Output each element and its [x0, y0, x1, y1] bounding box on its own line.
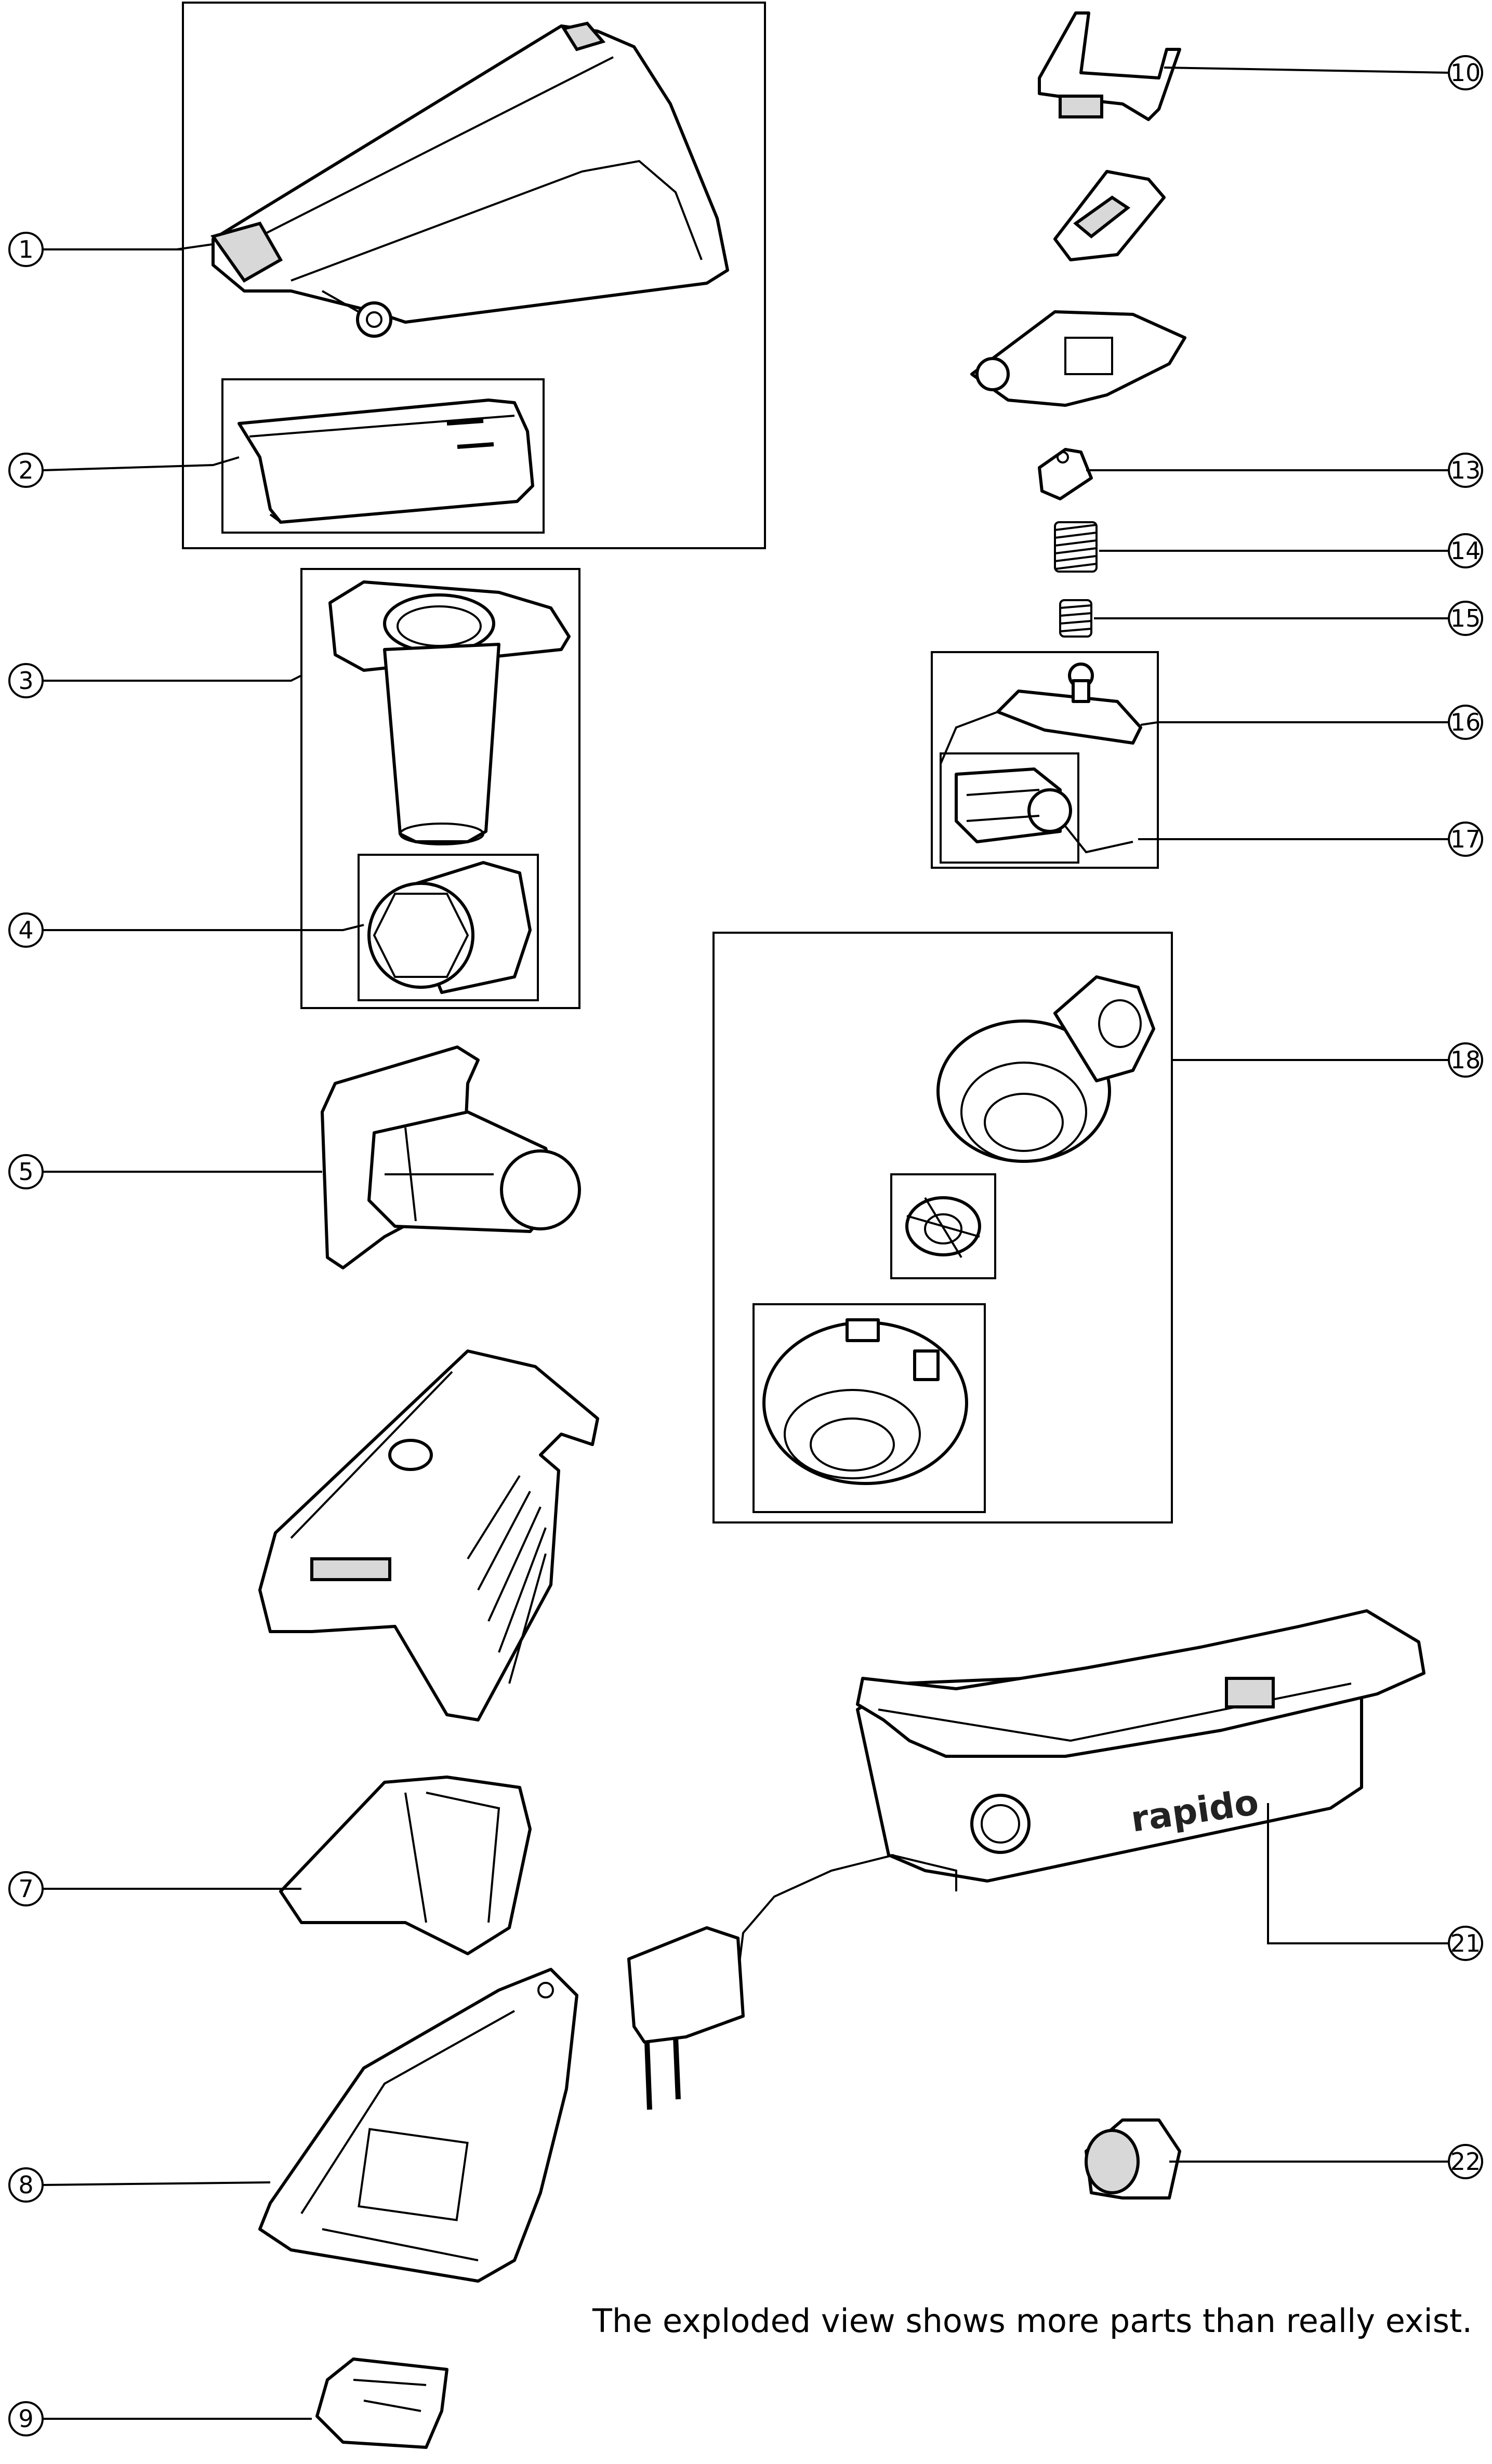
group-box-1 — [182, 2, 766, 549]
power-adapter — [627, 1854, 894, 2110]
callout-2: 2 — [8, 453, 44, 488]
group-box-4 — [358, 854, 539, 1001]
svg-text:9: 9 — [18, 2405, 33, 2433]
callout-22: 22 — [1448, 2144, 1483, 2179]
callout-21: 21 — [1448, 1926, 1483, 1961]
callout-7: 7 — [8, 1871, 44, 1906]
svg-text:22: 22 — [1450, 2148, 1481, 2176]
leader-2 — [42, 456, 240, 471]
group-box-18 — [712, 932, 1173, 1524]
leader-4 — [43, 924, 364, 931]
callout-5: 5 — [8, 1154, 44, 1189]
callout-10: 10 — [1448, 55, 1483, 90]
group-box-18-housing — [752, 1303, 986, 1513]
svg-text:10: 10 — [1450, 59, 1481, 87]
part-7-filter-holder — [279, 1776, 532, 1955]
group-box-3 — [300, 568, 580, 1009]
callout-1: 1 — [8, 232, 44, 267]
callout-8: 8 — [8, 2167, 44, 2203]
svg-text:17: 17 — [1450, 825, 1481, 853]
svg-text:7: 7 — [18, 1875, 33, 1903]
callout-18: 18 — [1448, 1042, 1483, 1078]
part-18-motor — [936, 975, 1155, 1163]
part-1-upper-housing — [210, 21, 729, 338]
part-16-switch-board — [940, 663, 1142, 764]
group-box-16 — [931, 651, 1159, 869]
part-9-clip — [315, 2357, 448, 2449]
part-18-fan — [905, 1196, 981, 1259]
leader-16 — [1140, 721, 1450, 726]
callout-14: 14 — [1448, 533, 1483, 568]
part-15-spring-small — [1059, 599, 1092, 638]
part-18-motor-housing — [762, 1318, 968, 1485]
part-2-battery-cover — [237, 399, 534, 524]
svg-text:1: 1 — [18, 235, 33, 263]
svg-text:21: 21 — [1450, 1929, 1481, 1957]
svg-text:15: 15 — [1450, 604, 1481, 632]
svg-text:13: 13 — [1450, 456, 1481, 484]
leader-21 — [1267, 1803, 1450, 1944]
leader-8 — [42, 2181, 271, 2186]
part-10-bracket — [1038, 11, 1181, 121]
svg-text:5: 5 — [18, 1158, 33, 1186]
svg-text:2: 2 — [18, 456, 33, 484]
group-box-18-fan — [890, 1173, 996, 1279]
callout-4: 4 — [8, 912, 44, 948]
svg-text:8: 8 — [18, 2171, 33, 2199]
callout-16: 16 — [1448, 705, 1483, 740]
callout-15: 15 — [1448, 601, 1483, 636]
part-5-filter-assembly — [321, 1045, 581, 1269]
part-11-switch-slider — [1053, 170, 1166, 261]
callout-17: 17 — [1448, 822, 1483, 857]
part-12-switch-frame — [970, 310, 1186, 407]
svg-text:16: 16 — [1450, 708, 1481, 736]
part-22-wheel-module — [1085, 2118, 1181, 2200]
svg-text:14: 14 — [1450, 537, 1481, 565]
part-21-charging-base: rapido — [856, 1609, 1425, 1891]
svg-text:4: 4 — [18, 916, 33, 944]
svg-text:18: 18 — [1450, 1046, 1481, 1074]
part-6-mid-housing — [258, 1349, 599, 1721]
svg-text:3: 3 — [18, 667, 33, 695]
callout-9: 9 — [8, 2401, 44, 2436]
part-4-filter-cylinder — [367, 861, 532, 994]
callout-13: 13 — [1448, 453, 1483, 488]
group-box-2 — [221, 378, 545, 534]
part-14-spring — [1054, 521, 1098, 573]
part-17-battery-pack — [955, 767, 1133, 854]
footnote: The exploded view shows more parts than … — [592, 2302, 1473, 2340]
leader-10 — [1164, 67, 1450, 74]
callout-3: 3 — [8, 663, 44, 698]
leader-3 — [43, 674, 302, 682]
part-8-lower-housing — [258, 1968, 578, 2283]
part-13-button-cap — [1038, 448, 1093, 500]
part-3-nozzle-filter — [328, 580, 571, 845]
group-box-17 — [940, 752, 1079, 864]
